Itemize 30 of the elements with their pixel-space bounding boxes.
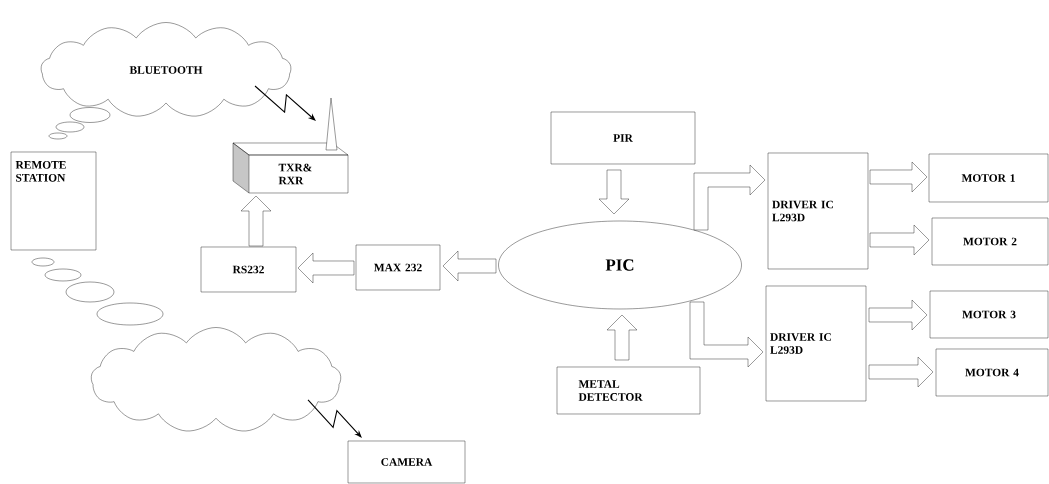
block-arrow	[598, 169, 630, 215]
block-arrow	[606, 314, 638, 361]
block-box: MOTOR 4	[935, 348, 1049, 397]
block-box: CAMERA	[347, 440, 466, 484]
thought-cloud: BLUETOOTH	[40, 22, 292, 117]
block-box: MOTOR 3	[929, 290, 1049, 339]
block-arrow	[869, 224, 930, 256]
block-arrow	[693, 164, 766, 231]
block-arrow	[297, 252, 355, 284]
block-box: MOTOR 1	[928, 153, 1049, 203]
block-arrow	[240, 195, 272, 247]
block-box: RS232	[200, 246, 297, 293]
block-arrow	[868, 356, 934, 388]
block-arrow	[689, 301, 764, 368]
thought-bubbles	[31, 257, 164, 326]
block-arrow	[869, 161, 928, 193]
block-arrow	[442, 250, 497, 282]
lightning-bolt	[254, 85, 316, 121]
thought-cloud	[91, 327, 341, 432]
transceiver-drawing: TXR& RXR	[232, 97, 349, 194]
station-box: REMOTE STATION	[10, 151, 97, 251]
block-box: METAL DETECTOR	[556, 366, 701, 415]
block-box: MAX 232	[355, 244, 441, 291]
block-box: MOTOR 2	[931, 217, 1049, 266]
thought-bubbles	[48, 107, 111, 140]
block-box: PIR	[550, 111, 696, 165]
block-box: DRIVER IC L293D	[767, 152, 869, 270]
lightning-bolt	[307, 399, 362, 438]
block-box: DRIVER IC L293D	[765, 285, 867, 402]
block-arrow	[868, 299, 928, 331]
